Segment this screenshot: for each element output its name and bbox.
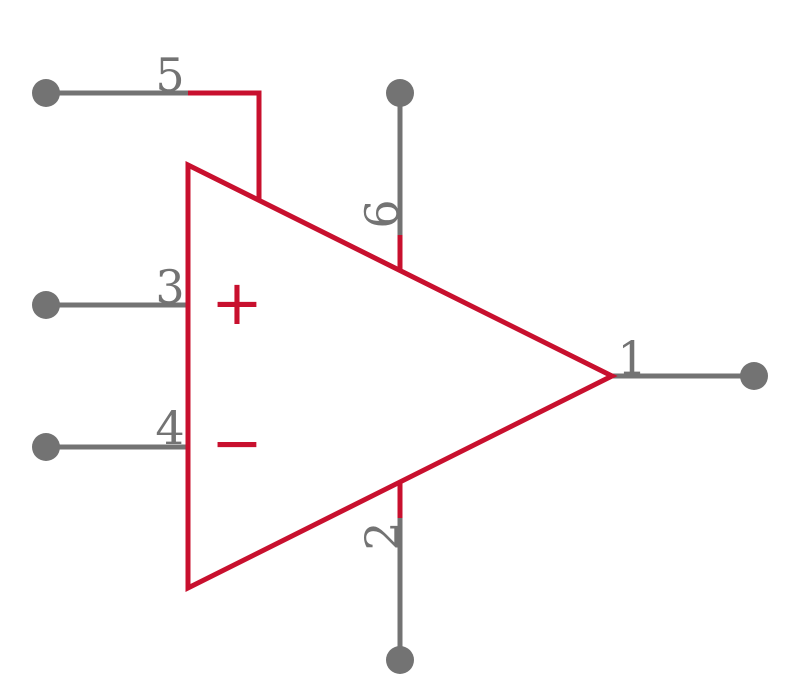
pin-1-label: 1: [617, 331, 646, 385]
opamp-body: [185, 90, 618, 593]
pin-5-dot[interactable]: [32, 79, 60, 107]
pin-dots: [32, 79, 768, 674]
pin-5-stub: [188, 90, 262, 200]
plus-sign: +: [211, 266, 263, 339]
pin-3-dot[interactable]: [32, 291, 60, 319]
pin-2-label: 2: [355, 521, 409, 550]
pin-6-dot[interactable]: [386, 79, 414, 107]
pin-4-dot[interactable]: [32, 433, 60, 461]
pin-1-dot[interactable]: [740, 362, 768, 390]
pin-lines: [46, 90, 754, 660]
pin-6-label: 6: [355, 199, 409, 228]
pin-4-label: 4: [155, 401, 184, 455]
pin-3-label: 3: [155, 260, 184, 314]
pin-2-dot[interactable]: [386, 646, 414, 674]
minus-sign: −: [211, 406, 263, 479]
pin-labels: 5 3 4 1 6 2: [155, 48, 646, 551]
pin-5-label: 5: [155, 48, 184, 102]
